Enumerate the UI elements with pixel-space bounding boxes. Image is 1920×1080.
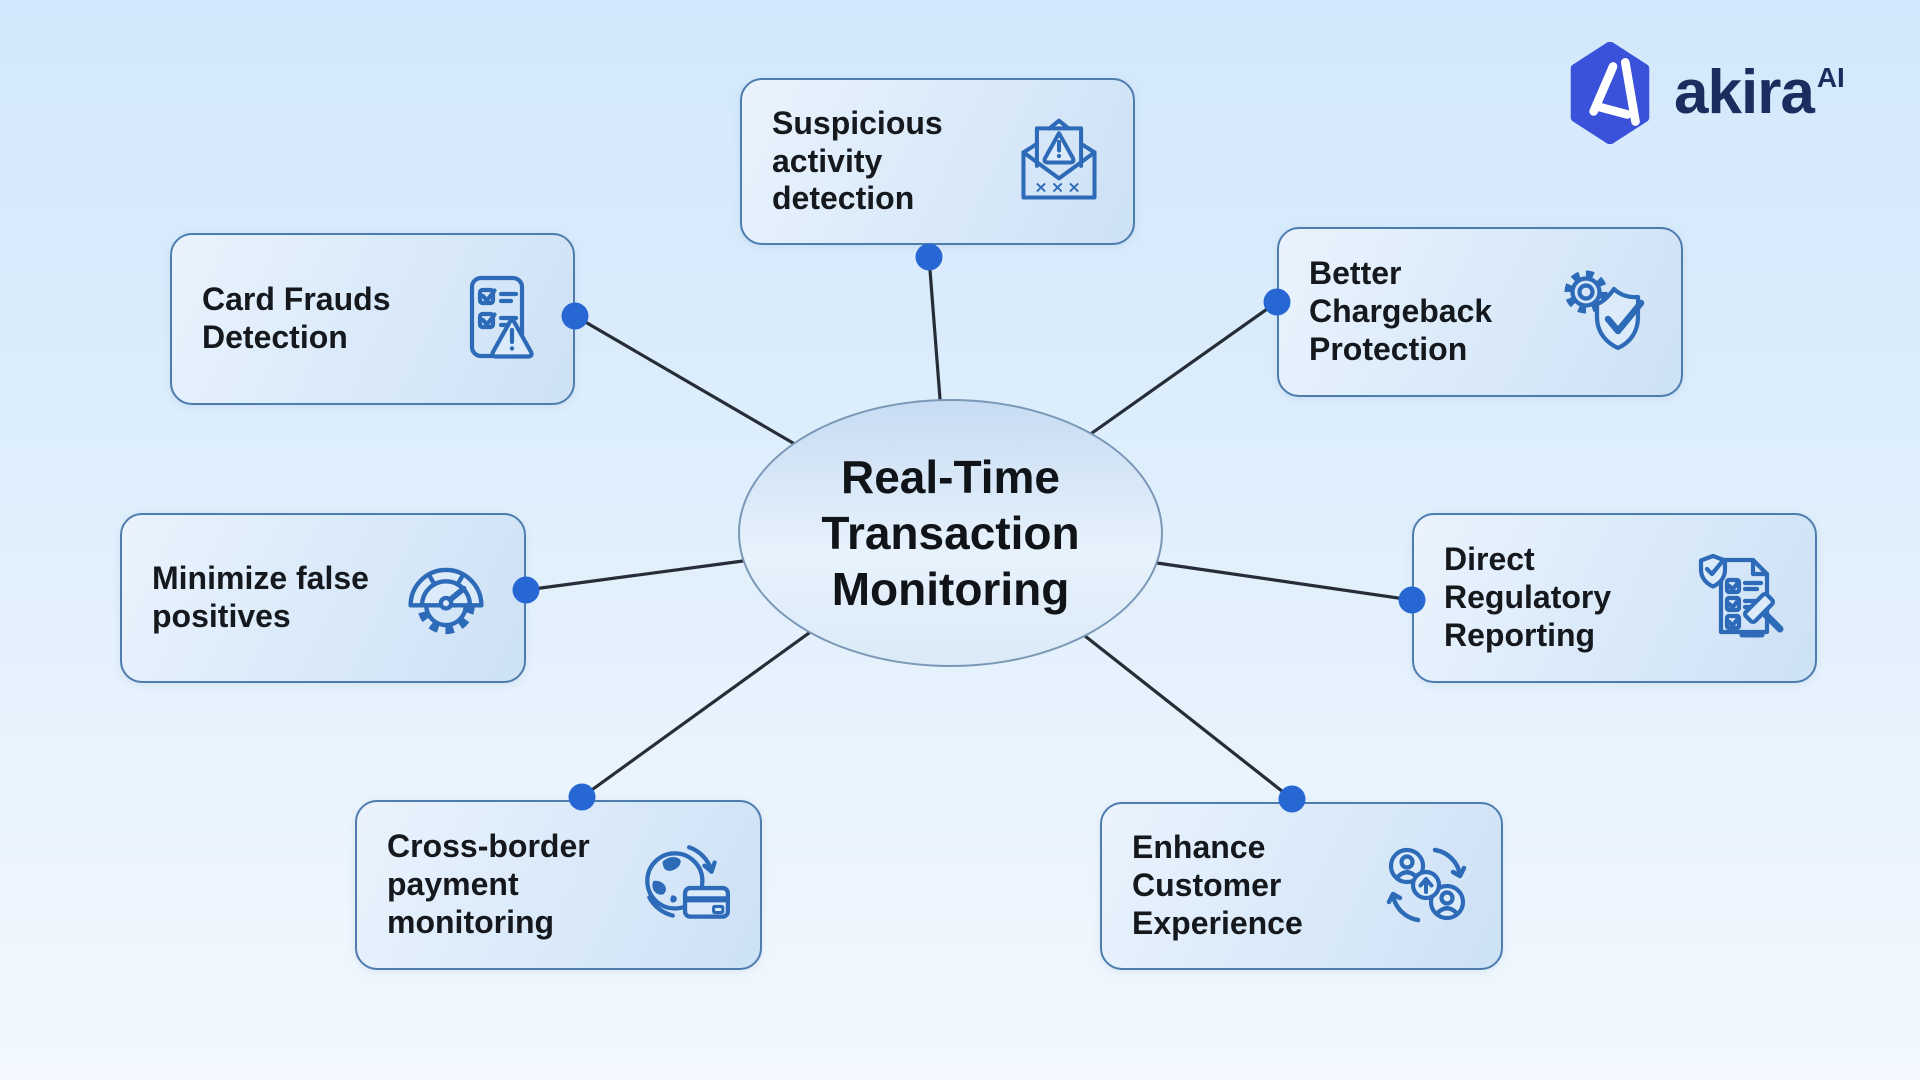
central-node-title-line: Transaction xyxy=(821,507,1080,559)
brand-name-text: akira xyxy=(1674,58,1815,127)
node-card-suspicious-activity: Suspicious activity detection ××× xyxy=(740,78,1135,245)
node-card-cross-border: Cross-border payment monitoring xyxy=(355,800,762,970)
fraud-checklist-icon xyxy=(447,269,547,369)
node-card-enhance-customer: Enhance Customer Experience xyxy=(1100,802,1503,970)
people-cycle-arrows-icon xyxy=(1375,836,1475,936)
central-node: Real-Time Transaction Monitoring xyxy=(738,399,1163,667)
connector-dot xyxy=(915,243,943,271)
akira-logo-hexagon-icon xyxy=(1568,42,1652,144)
node-label: Direct Regulatory Reporting xyxy=(1444,541,1612,653)
brand-superscript: AI xyxy=(1816,62,1845,94)
connector-line xyxy=(1090,300,1279,435)
node-label: Card Frauds Detection xyxy=(202,281,391,355)
central-node-title-line: Monitoring xyxy=(831,563,1070,615)
connector-line xyxy=(1155,561,1414,602)
node-card-better-chargeback: Better Chargeback Protection xyxy=(1277,227,1683,397)
connector-line xyxy=(524,559,745,592)
node-label: Enhance Customer Experience xyxy=(1132,829,1303,941)
gauge-gear-icon xyxy=(394,546,498,650)
globe-credit-card-icon xyxy=(632,834,734,936)
node-card-direct-regulatory: Direct Regulatory Reporting xyxy=(1412,513,1817,683)
gear-shield-check-icon xyxy=(1555,262,1655,362)
node-label: Minimize false positives xyxy=(152,560,369,634)
central-node-title-line: Real-Time xyxy=(840,451,1061,503)
compliance-checklist-gavel-icon xyxy=(1689,548,1789,648)
node-card-card-frauds: Card Frauds Detection xyxy=(170,233,575,405)
node-label: Better Chargeback Protection xyxy=(1309,255,1493,367)
warning-mail-icon: ××× xyxy=(1011,114,1107,210)
connector-line xyxy=(573,314,795,445)
node-label: Cross-border payment monitoring xyxy=(387,828,590,940)
node-label: Suspicious activity detection xyxy=(772,104,943,217)
connector-line xyxy=(927,255,942,401)
connector-line xyxy=(580,631,811,799)
envelope-marks: ××× xyxy=(1034,177,1084,196)
node-card-minimize-false-positives: Minimize false positives xyxy=(120,513,526,683)
connector-line xyxy=(1083,634,1294,801)
